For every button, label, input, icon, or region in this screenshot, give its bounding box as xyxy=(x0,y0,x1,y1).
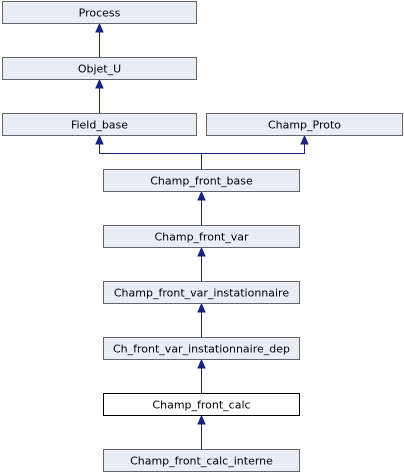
class-node-ch-front-var-instationnaire-dep[interactable]: Ch_front_var_instationnaire_dep xyxy=(103,337,300,360)
edge-champ_front_base-to-champ_proto xyxy=(201,143,305,169)
class-label: Objet_U xyxy=(78,63,121,76)
class-node-champ-proto[interactable]: Champ_Proto xyxy=(206,113,403,136)
class-box[interactable] xyxy=(2,1,197,24)
class-node-champ-front-base[interactable]: Champ_front_base xyxy=(103,169,300,192)
arrowhead-champ_front_var_instationnaire xyxy=(197,302,206,313)
class-node-field-base[interactable]: Field_base xyxy=(2,113,197,136)
class-label: Champ_Proto xyxy=(268,119,341,132)
arrowhead-champ_front_var xyxy=(197,246,206,257)
class-label: Champ_front_calc_interne xyxy=(130,455,273,468)
arrowhead-field_base xyxy=(95,134,104,145)
class-label: Champ_front_var_instationnaire xyxy=(114,287,289,300)
class-box[interactable] xyxy=(103,337,300,360)
class-node-objet-u[interactable]: Objet_U xyxy=(2,57,197,80)
class-node-champ-front-var[interactable]: Champ_front_var xyxy=(103,225,300,248)
class-box[interactable] xyxy=(103,225,300,248)
class-label: Process xyxy=(79,7,121,20)
class-node-process[interactable]: Process xyxy=(2,1,197,24)
edge-champ_front_base-to-field_base xyxy=(99,143,202,169)
class-box[interactable] xyxy=(103,281,300,304)
class-label: Ch_front_var_instationnaire_dep xyxy=(113,343,290,356)
arrowhead-process xyxy=(95,22,104,33)
class-label: Champ_front_calc xyxy=(152,399,250,412)
class-box[interactable] xyxy=(103,393,300,416)
class-box[interactable] xyxy=(206,113,403,136)
class-node-champ-front-calc[interactable]: Champ_front_calc xyxy=(103,393,300,416)
class-label: Champ_front_var xyxy=(154,231,249,244)
class-box[interactable] xyxy=(2,113,197,136)
class-node-champ-front-calc-interne[interactable]: Champ_front_calc_interne xyxy=(103,449,300,472)
arrowhead-ch_front_var_instationnaire_dep xyxy=(197,358,206,369)
arrowhead-champ_front_calc xyxy=(197,414,206,425)
arrowhead-champ_proto xyxy=(300,134,309,145)
class-box[interactable] xyxy=(103,169,300,192)
arrowhead-champ_front_base xyxy=(197,190,206,201)
class-label: Field_base xyxy=(71,119,128,132)
edges-layer xyxy=(95,22,309,449)
arrowhead-objet_u xyxy=(95,78,104,89)
class-label: Champ_front_base xyxy=(150,175,253,188)
class-node-champ-front-var-instationnaire[interactable]: Champ_front_var_instationnaire xyxy=(103,281,300,304)
class-box[interactable] xyxy=(2,57,197,80)
